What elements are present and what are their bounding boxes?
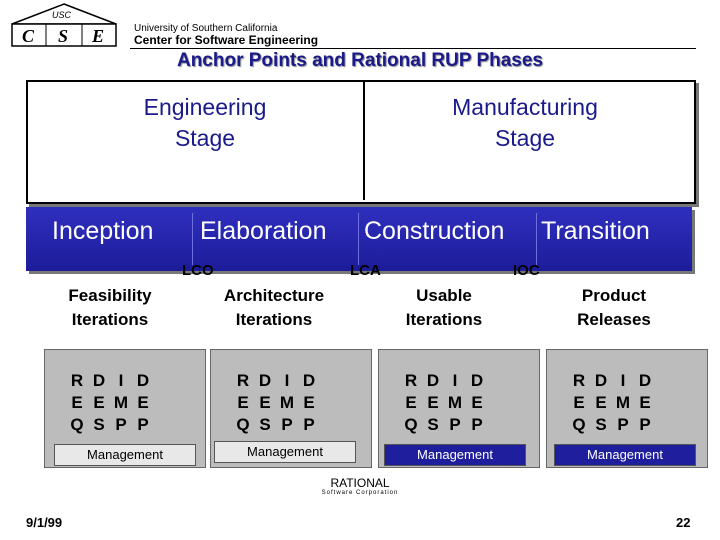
phase-elaboration: Elaboration <box>200 217 327 245</box>
management-bar-4: Management <box>554 444 696 466</box>
grid-cell: P <box>617 415 629 434</box>
phase-bar <box>26 207 692 271</box>
logo-letter-c: C <box>22 26 35 46</box>
iteration-feasibility: Feasibility Iterations <box>68 286 152 329</box>
grid-cell: R <box>572 371 586 390</box>
grid-cell: D <box>638 371 652 390</box>
grid-cell: E <box>71 393 83 412</box>
footer-date: 9/1/99 <box>26 515 63 530</box>
grid-cell: Q <box>236 415 250 434</box>
grid-cell: I <box>284 371 290 390</box>
grid-cell: D <box>258 371 272 390</box>
grid-cell: I <box>118 371 124 390</box>
grid-cell: D <box>92 371 106 390</box>
rational-logo: RATIONAL Software Corporation <box>300 476 420 498</box>
grid-cell: R <box>404 371 418 390</box>
grid-cell: D <box>136 371 150 390</box>
grid-cell: E <box>137 393 149 412</box>
grid-cell: M <box>113 393 129 412</box>
grid-cell: P <box>281 415 293 434</box>
grid-cell: E <box>471 393 483 412</box>
grid-cell: Q <box>404 415 418 434</box>
phase-divider-2 <box>358 213 359 265</box>
grid-cell: E <box>405 393 417 412</box>
grid-cell: E <box>237 393 249 412</box>
grid-cell: S <box>595 415 607 434</box>
milestone-ioc: IOC <box>513 262 540 279</box>
grid-cell: R <box>236 371 250 390</box>
grid-cell: E <box>573 393 585 412</box>
logo-letter-e: E <box>92 26 105 46</box>
grid-cell: E <box>595 393 607 412</box>
grid-cell: E <box>303 393 315 412</box>
phase-inception: Inception <box>52 217 154 245</box>
phase-divider-1 <box>192 213 193 265</box>
grid-cell: E <box>639 393 651 412</box>
grid-cell: P <box>115 415 127 434</box>
grid-cell: R <box>70 371 84 390</box>
grid-cell: Q <box>572 415 586 434</box>
rational-subtitle: Software Corporation <box>321 490 399 496</box>
milestone-lco: LCO <box>182 262 214 279</box>
grid-cell: M <box>279 393 295 412</box>
grid-cell: P <box>471 415 483 434</box>
slide-title: Anchor Points and Rational RUP Phases <box>176 50 543 71</box>
grid-cell: S <box>259 415 271 434</box>
header-rule <box>130 48 696 49</box>
grid-cell: I <box>452 371 458 390</box>
milestone-lca: LCA <box>350 262 381 279</box>
logo-letter-s: S <box>58 26 69 46</box>
management-bar-3: Management <box>384 444 526 466</box>
cse-logo-graphic <box>11 3 117 47</box>
grid-cell: M <box>447 393 463 412</box>
grid-cell: P <box>449 415 461 434</box>
cse-logo: USC C S E <box>8 2 120 48</box>
logo-usc: USC <box>52 10 72 20</box>
grid-cell: D <box>470 371 484 390</box>
grid-cell: S <box>427 415 439 434</box>
management-bar-2: Management <box>214 441 356 463</box>
phase-construction: Construction <box>364 217 505 245</box>
university-name: University of Southern California <box>134 23 278 34</box>
rational-wordmark: RATIONAL <box>330 476 390 490</box>
page-number: 22 <box>676 515 691 530</box>
grid-cell: Q <box>70 415 84 434</box>
stage-divider <box>363 82 365 200</box>
center-name: Center for Software Engineering <box>134 33 319 47</box>
grid-cell: S <box>93 415 105 434</box>
iteration-usable: Usable Iterations <box>405 286 483 329</box>
grid-cell: D <box>426 371 440 390</box>
phase-transition: Transition <box>541 217 650 245</box>
stage-box <box>26 80 696 204</box>
grid-cell: P <box>137 415 149 434</box>
manufacturing-stage-label: Manufacturing Stage <box>452 94 598 151</box>
grid-cell: P <box>639 415 651 434</box>
grid-cell: I <box>620 371 626 390</box>
phase-divider-3 <box>536 213 537 265</box>
grid-cell: E <box>427 393 439 412</box>
grid-cell: D <box>302 371 316 390</box>
iteration-architecture: Architecture Iterations <box>223 286 325 329</box>
grid-cell: E <box>93 393 105 412</box>
grid-cell: D <box>594 371 608 390</box>
grid-cell: P <box>303 415 315 434</box>
grid-cell: M <box>615 393 631 412</box>
grid-cell: E <box>259 393 271 412</box>
iteration-product: Product Releases <box>577 286 651 329</box>
management-bar-1: Management <box>54 444 196 466</box>
engineering-stage-label: Engineering Stage <box>143 94 267 151</box>
